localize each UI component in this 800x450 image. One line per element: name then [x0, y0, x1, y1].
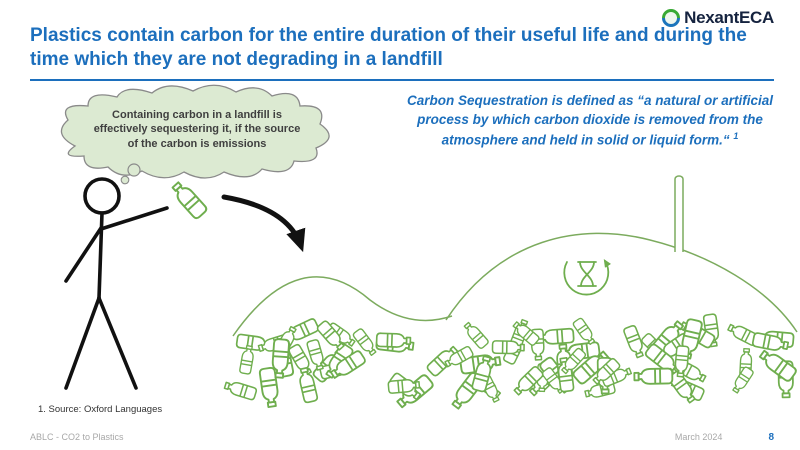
logo-suffix: ECA — [739, 8, 774, 27]
gas-vent-pipe-icon — [674, 175, 684, 252]
logo-brand: Nexant — [684, 8, 739, 27]
curved-arrow-icon — [221, 194, 306, 253]
source-footnote: 1. Source: Oxford Languages — [38, 404, 163, 415]
plastic-bottle-icon — [168, 178, 209, 221]
landfill-outline — [232, 232, 798, 337]
definition-footnote-marker: 1 — [733, 130, 739, 141]
slide-title: Plastics contain carbon for the entire d… — [30, 24, 774, 81]
stick-figure — [64, 177, 169, 390]
definition-text: Carbon Sequestration is defined as “a na… — [402, 92, 778, 150]
slide-footer: ABLC - CO2 to Plastics March 2024 8 — [30, 432, 774, 443]
hourglass-recycle-icon — [563, 259, 612, 296]
logo-globe-icon — [662, 9, 681, 27]
footer-date: March 2024 — [674, 432, 723, 442]
logo: NexantECA — [661, 8, 774, 28]
footer-presentation-name: ABLC - CO2 to Plastics — [30, 432, 124, 442]
thought-bubble-text: Containing carbon in a landfill is effec… — [93, 109, 301, 150]
bottles-pile — [222, 313, 799, 412]
page-number: 8 — [768, 432, 774, 443]
definition-body: Carbon Sequestration is defined as “a na… — [406, 93, 774, 148]
logo-text: NexantECA — [684, 8, 774, 28]
